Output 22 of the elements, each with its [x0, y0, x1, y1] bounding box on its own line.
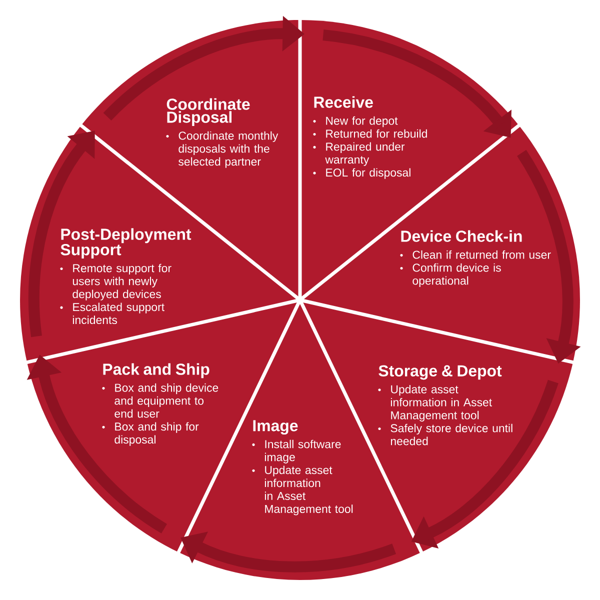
bullet-text: Returned for rebuild — [326, 129, 427, 138]
bullet-text: Clean if returned from user — [412, 250, 551, 259]
step-heading: Image — [253, 420, 298, 435]
bullet-text: Update asset information in Asset Management tool — [390, 385, 492, 422]
step-heading: Coordinate Disposal — [166, 98, 250, 126]
bullet-text: EOL for disposal — [326, 168, 410, 179]
bullet-text: New for depot — [326, 116, 398, 128]
step-heading: Receive — [314, 96, 373, 108]
bullet-text: Safely store device until needed — [390, 424, 512, 446]
step-heading: Storage & Depot — [378, 365, 502, 380]
bullet-text: Remote support for users with newly deployed devices — [72, 264, 172, 300]
bullet-text: Repaired under warranty — [325, 142, 405, 166]
step-heading: Post-Deployment Support — [60, 228, 192, 258]
bullet-text: Confirm device is operational — [412, 263, 501, 287]
bullet-text: Box and ship for disposal — [114, 422, 199, 446]
bullet-text: Install software image — [264, 440, 341, 464]
bullet-text: Escalated support incidents — [72, 302, 164, 324]
step-heading: Device Check-in — [401, 230, 522, 242]
bullet-text: Coordinate monthly disposals with the selected partner — [178, 131, 278, 168]
bullet-text: Box and ship device and equipment to end user — [114, 383, 218, 418]
bullet-text: Update asset information in Asset Management tool — [264, 466, 353, 516]
step-heading: Pack and Ship — [103, 363, 210, 378]
